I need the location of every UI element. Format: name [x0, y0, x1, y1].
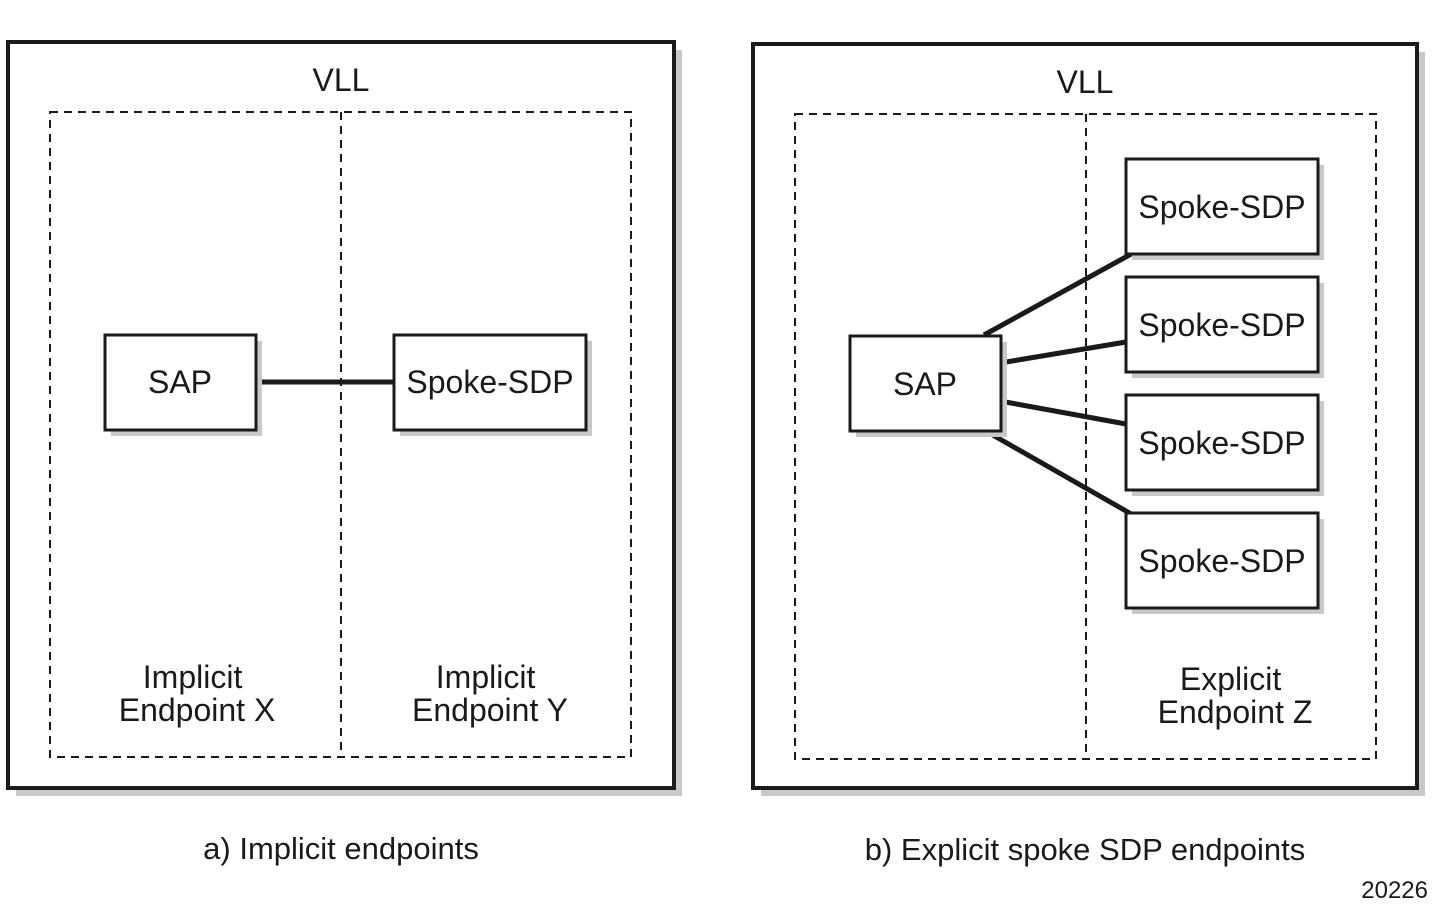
spoke-sdp-box-b1 — [1124, 157, 1320, 256]
endpoint-y-line2: Endpoint Y — [412, 692, 568, 728]
spoke-sdp-label-b3: Spoke-SDP — [1138, 425, 1305, 461]
endpoint-z-line1: Explicit — [1180, 661, 1281, 697]
panel-b-caption: b) Explicit spoke SDP endpoints — [865, 832, 1306, 867]
sap-spoke-link-4 — [982, 427, 1135, 518]
panel-b-title: VLL — [1057, 64, 1114, 100]
spoke-sdp-box-b4 — [1124, 511, 1320, 610]
spoke-sdp-box-b2 — [1124, 275, 1320, 374]
panel-a-title: VLL — [313, 62, 370, 98]
endpoint-x-line1: Implicit — [143, 659, 243, 695]
spoke-sdp-box-b3 — [1124, 393, 1320, 492]
spoke-sdp-label-b2: Spoke-SDP — [1138, 307, 1305, 343]
spoke-sdp-box-a — [392, 333, 588, 432]
sap-box-a — [103, 333, 258, 432]
sap-label-a: SAP — [148, 364, 212, 400]
endpoint-z-line2: Endpoint Z — [1158, 694, 1313, 730]
spoke-sdp-label-a: Spoke-SDP — [406, 364, 573, 400]
panel-b: VLL SAP Spoke-SDP Spoke-SDP Spoke-SDP Sp… — [751, 42, 1425, 867]
panel-a: VLL SAP Spoke-SDP Implicit Endpoint X Im… — [6, 40, 682, 866]
sap-box-b — [848, 334, 1003, 433]
panel-a-caption: a) Implicit endpoints — [203, 831, 479, 866]
endpoint-x-line2: Endpoint X — [119, 692, 276, 728]
sap-spoke-link-2 — [999, 339, 1127, 366]
endpoint-y-label: Implicit Endpoint Y — [412, 659, 568, 728]
sap-label-b: SAP — [893, 366, 957, 402]
sap-spoke-link-3 — [999, 398, 1127, 427]
endpoint-y-line1: Implicit — [436, 659, 536, 695]
spoke-sdp-label-b4: Spoke-SDP — [1138, 543, 1305, 579]
sap-spoke-link-1 — [982, 250, 1135, 338]
figure-number: 20226 — [1361, 877, 1428, 904]
spoke-sdp-label-b1: Spoke-SDP — [1138, 189, 1305, 225]
endpoint-x-label: Implicit Endpoint X — [119, 659, 276, 728]
endpoint-z-label: Explicit Endpoint Z — [1158, 661, 1313, 730]
